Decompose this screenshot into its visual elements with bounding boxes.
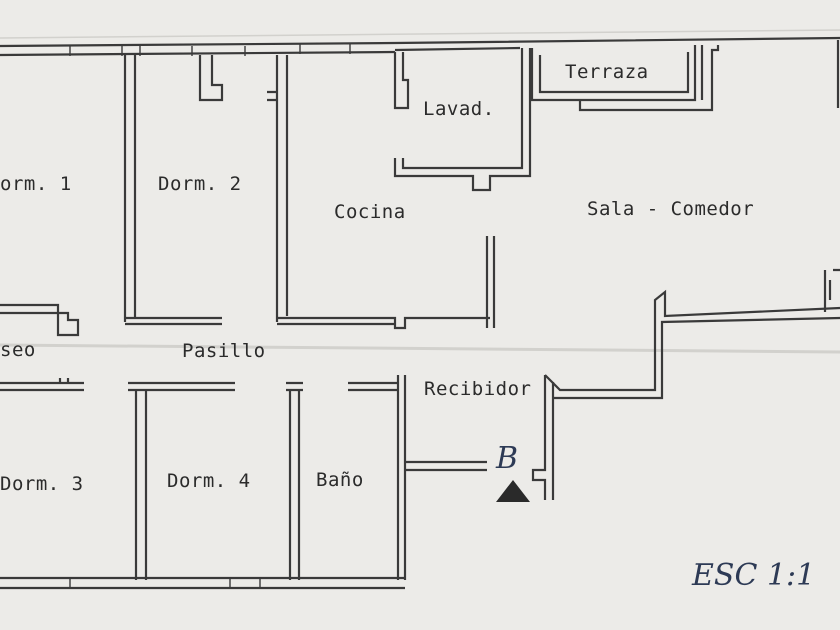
room-label-dorm-4: Dorm. 4 <box>167 470 251 492</box>
room-label-dorm-3: Dorm. 3 <box>0 473 84 495</box>
room-label-recibidor: Recibidor <box>424 378 531 400</box>
entrance-letter: B <box>495 441 518 476</box>
room-label-dorm-2: Dorm. 2 <box>158 173 242 195</box>
walls <box>0 36 840 590</box>
room-label-paseo: seo <box>0 339 36 361</box>
room-label-cocina: Cocina <box>334 201 406 223</box>
room-label-terraza: Terraza <box>565 61 649 83</box>
room-label-bano: Baño <box>316 469 364 491</box>
room-labels: orm. 1 Dorm. 2 Cocina Lavad. Terraza Sal… <box>0 61 754 495</box>
scale-note: ESC 1:1 <box>691 558 815 593</box>
room-label-lavad: Lavad. <box>423 98 495 120</box>
room-label-sala-comedor: Sala - Comedor <box>587 198 754 220</box>
room-label-pasillo: Pasillo <box>182 340 266 362</box>
room-label-dorm-1: orm. 1 <box>0 173 72 195</box>
entrance-marker: B <box>495 441 530 502</box>
entrance-triangle-icon <box>496 480 530 502</box>
paper-folds <box>0 29 840 354</box>
